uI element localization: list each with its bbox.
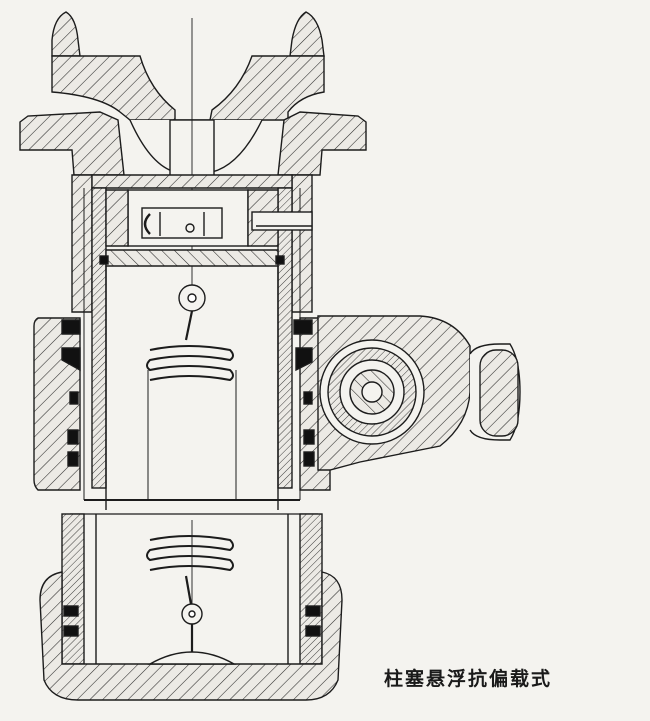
figure-caption: 柱塞悬浮抗偏载式 (384, 668, 553, 690)
bottom-cap (39, 571, 343, 701)
valve-block (105, 189, 313, 247)
plunger-body (70, 266, 318, 515)
plunger-head (99, 249, 285, 267)
seal-rings (61, 319, 315, 467)
side-trunnion (317, 315, 521, 471)
lower-stage (61, 513, 323, 665)
